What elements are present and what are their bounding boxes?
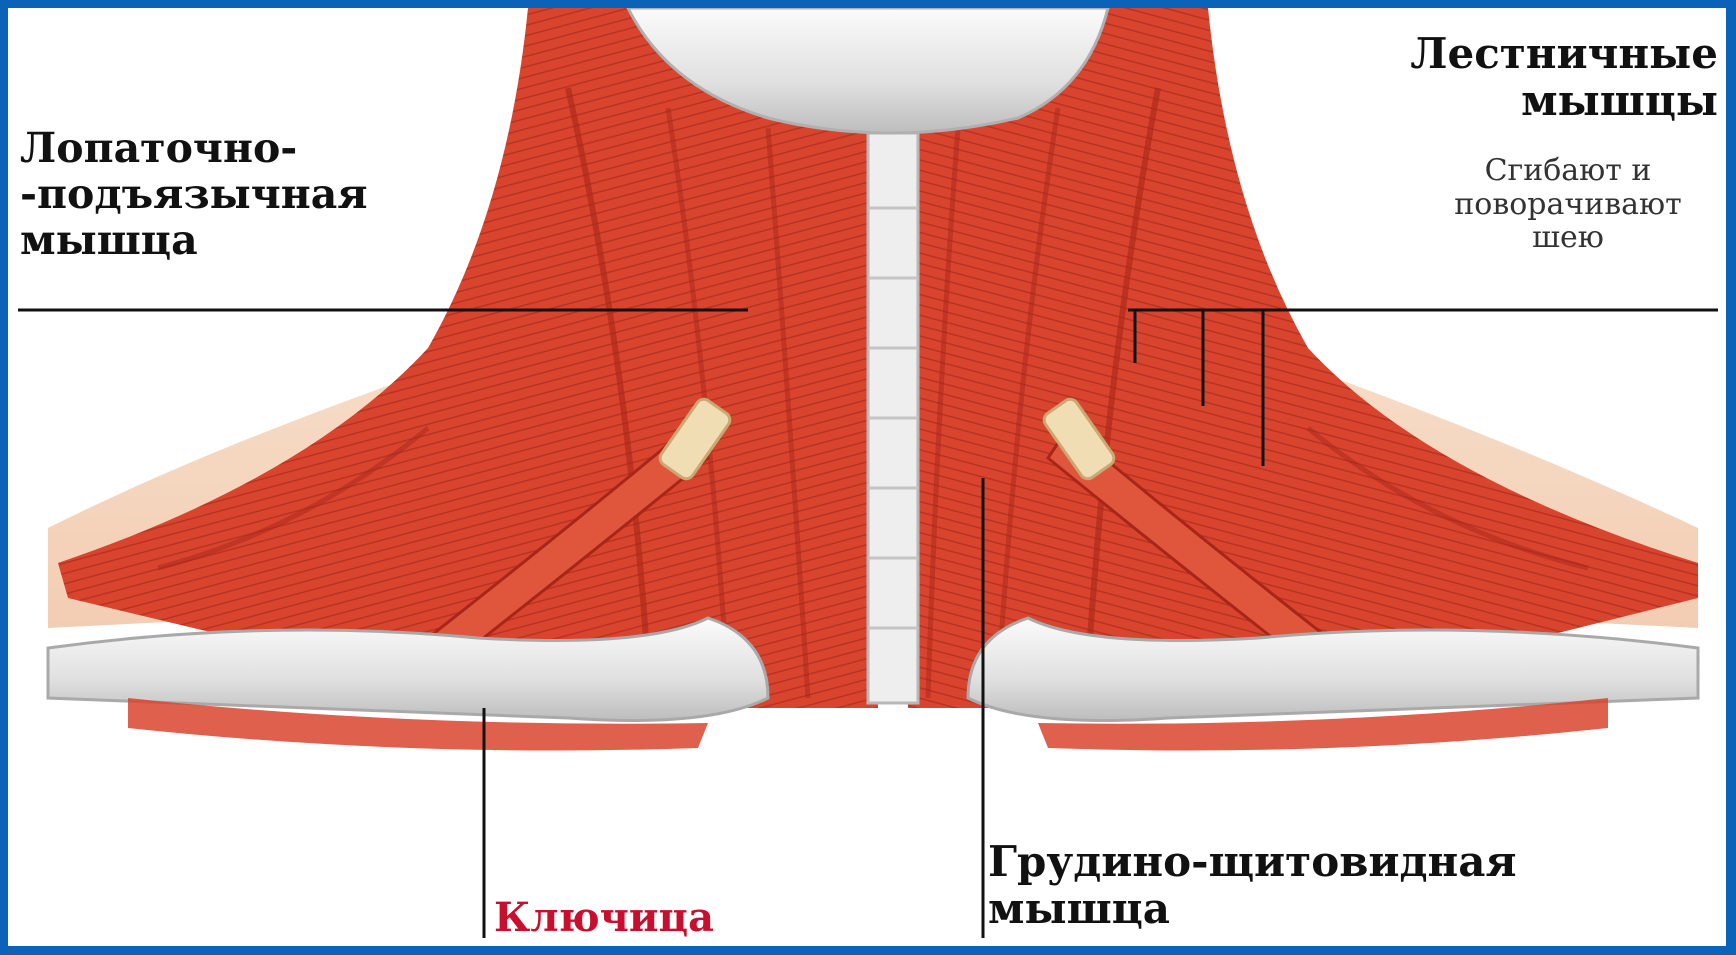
sternothyroid-label: Грудино-щитовидная мышца [988, 838, 1517, 932]
scalene-label-line1: Лестничные [1298, 30, 1718, 77]
omohyoid-label-line1: Лопаточно- [20, 126, 368, 172]
scalene-desc-line2: поворачивают [1418, 188, 1718, 222]
sternothyroid-label-line1: Грудино-щитовидная [988, 838, 1517, 885]
scalene-label: Лестничные мышцы [1298, 30, 1718, 124]
scalene-description: Сгибают и поворачивают шею [1418, 154, 1718, 255]
scalene-desc-line3: шею [1418, 221, 1718, 255]
scalene-label-line2: мышцы [1298, 77, 1718, 124]
clavicle-label: Ключица [494, 896, 714, 941]
omohyoid-label: Лопаточно- -подъязычная мышца [20, 126, 368, 264]
scalene-desc-line1: Сгибают и [1418, 154, 1718, 188]
omohyoid-label-line3: мышца [20, 218, 368, 264]
omohyoid-label-line2: -подъязычная [20, 172, 368, 218]
diagram-frame: Лопаточно- -подъязычная мышца Лестничные… [8, 8, 1726, 946]
sternothyroid-label-line2: мышца [988, 885, 1517, 932]
